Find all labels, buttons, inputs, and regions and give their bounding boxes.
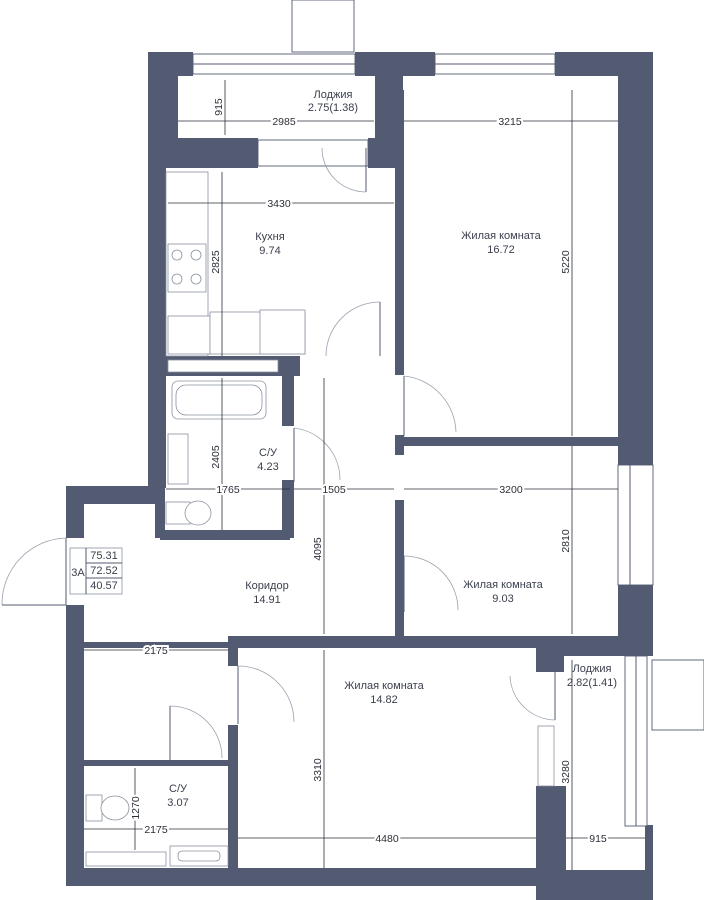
loggia-top-area: 2.75(1.38) (308, 102, 358, 114)
doors (1, 147, 556, 760)
kitchen-name: Кухня (255, 231, 284, 243)
dim-living1-depth: 5220 (560, 250, 572, 274)
apartment-summary: 3А 75.31 72.52 40.57 (71, 550, 118, 592)
dim-bath2-width: 2175 (144, 824, 168, 836)
dim-living3-width: 4480 (375, 833, 399, 845)
dim-bath1-depth: 2405 (210, 445, 222, 469)
living-1-name: Жилая комната (461, 230, 541, 242)
loggia-top-name: Лоджия (314, 89, 353, 101)
bath-1-area: 4.23 (257, 461, 278, 473)
apartment-type: 3А (71, 567, 85, 579)
living-3-name: Жилая комната (344, 680, 424, 692)
dim-living3-depth: 3310 (312, 758, 324, 782)
dim-corridor-width: 1505 (322, 484, 346, 496)
dimension-lines (84, 80, 645, 870)
fixtures (69, 171, 555, 867)
living-1-area: 16.72 (487, 244, 515, 256)
bath-2-area: 3.07 (167, 797, 188, 809)
living-2-area: 9.03 (492, 593, 513, 605)
dim-loggia-right-width: 915 (589, 833, 607, 845)
living-3-area: 14.82 (370, 694, 398, 706)
room-labels: Лоджия 2.75(1.38) Кухня 9.74 Жилая комна… (167, 89, 617, 809)
dim-loggia-top-depth: 915 (213, 98, 225, 116)
dim-kitchen-width: 3430 (267, 198, 291, 210)
bath-1-name: С/У (259, 447, 278, 459)
windows (192, 0, 704, 827)
dim-corridor-depth: 4095 (312, 537, 324, 561)
dim-kitchen-depth: 2825 (210, 250, 222, 274)
dim-bath1-width: 1765 (216, 484, 240, 496)
dim-loggia-right-depth: 3280 (560, 760, 572, 784)
loggia-right-area: 2.82(1.41) (567, 677, 617, 689)
dim-bath2-depth: 1270 (130, 796, 142, 820)
total-living-area: 72.52 (90, 565, 118, 577)
dim-loggia-top-width: 2985 (272, 116, 296, 128)
living-2-name: Жилая комната (463, 579, 543, 591)
corridor-area: 14.91 (253, 594, 281, 606)
kitchen-area: 9.74 (259, 245, 280, 257)
living-area: 40.57 (90, 580, 118, 592)
dim-living2-width: 3200 (499, 484, 523, 496)
total-area: 75.31 (90, 550, 118, 562)
dim-hall-width: 2175 (144, 645, 168, 657)
loggia-right-name: Лоджия (573, 663, 612, 675)
bath-2-name: С/У (169, 783, 188, 795)
dim-living2-depth: 2810 (560, 529, 572, 553)
dimension-values: 915 2985 3215 3430 2825 5220 2405 1765 1… (128, 98, 609, 847)
dim-living1-width: 3215 (498, 116, 522, 128)
corridor-name: Коридор (245, 580, 288, 592)
walls (66, 52, 653, 900)
